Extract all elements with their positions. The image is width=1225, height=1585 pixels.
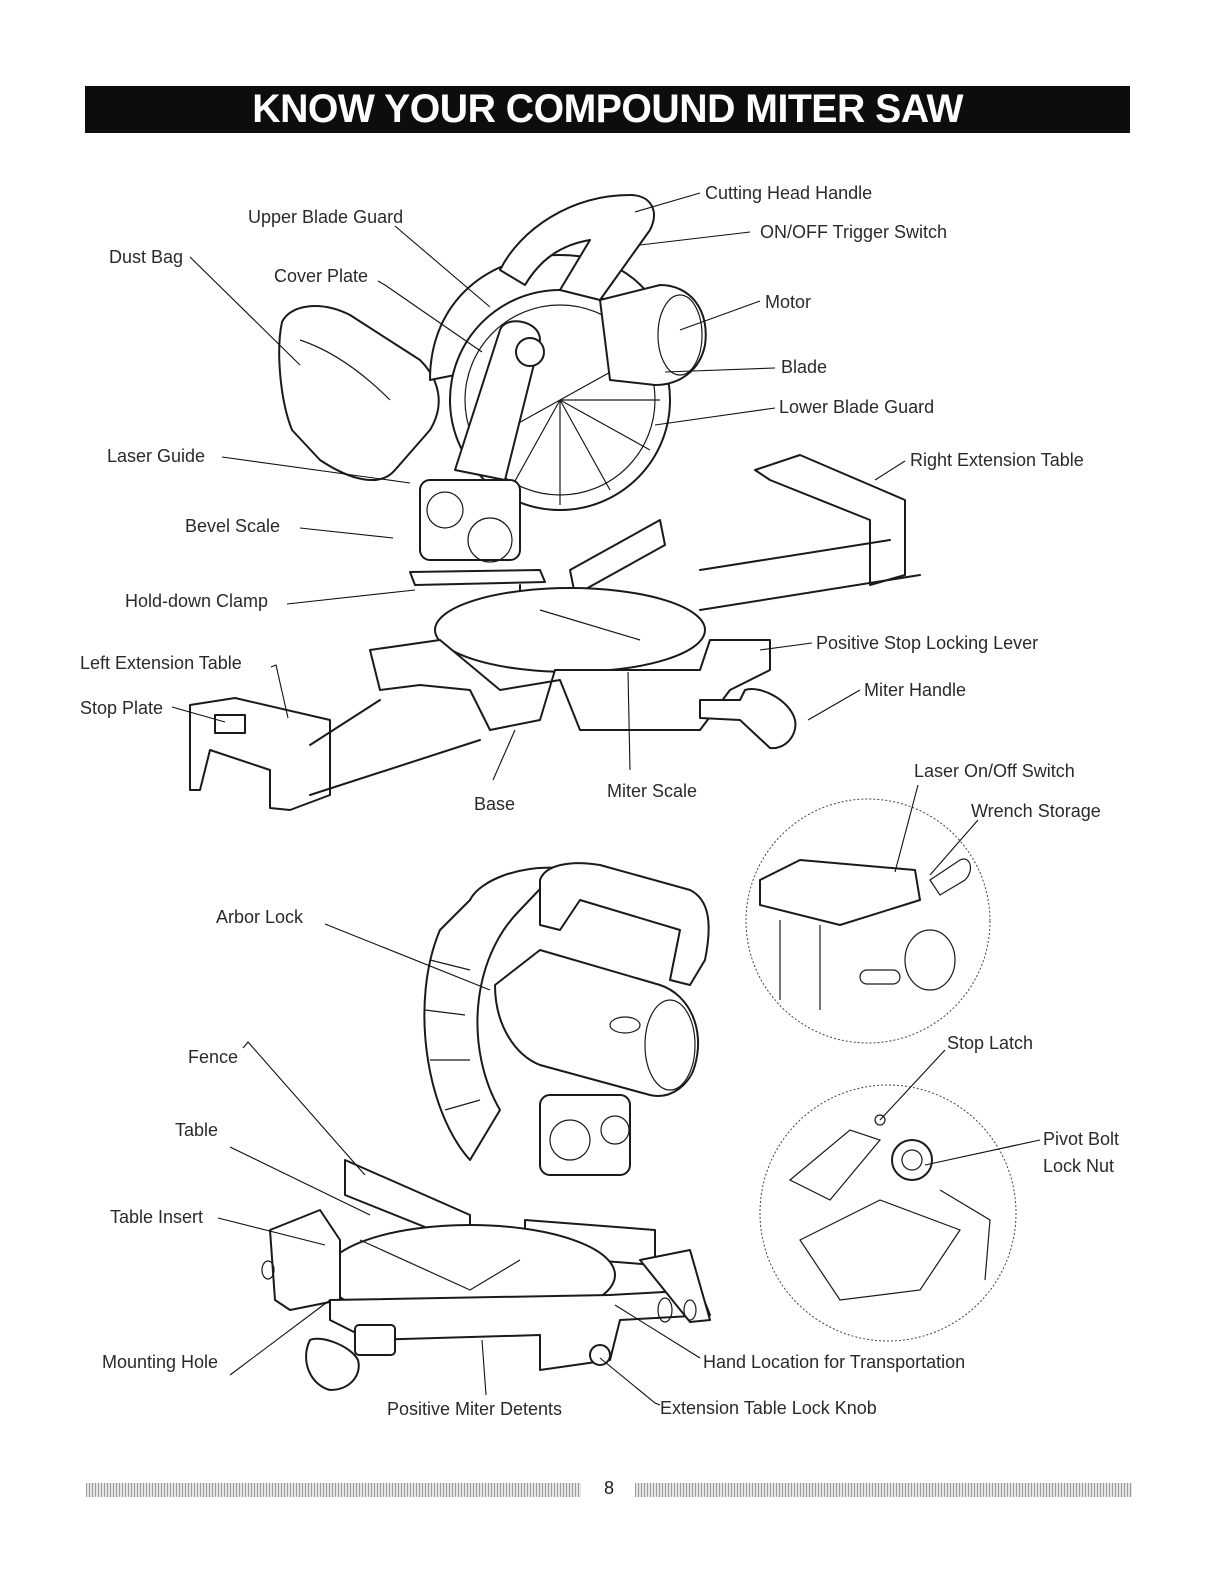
- bottom-saw-illustration: [261, 862, 711, 1391]
- label-extension-table-lock-knob: Extension Table Lock Knob: [660, 1398, 877, 1418]
- footer-bar-right: [635, 1483, 1132, 1497]
- label-fence: Fence: [188, 1047, 238, 1067]
- label-pivot-bolt: Pivot Bolt: [1043, 1129, 1119, 1149]
- miter-handle-shape: [699, 688, 797, 750]
- label-arbor-lock: Arbor Lock: [216, 907, 304, 927]
- label-left-extension-table: Left Extension Table: [80, 653, 242, 673]
- footer-bar-left: [86, 1483, 581, 1497]
- labels: Cutting Head Handle Upper Blade Guard ON…: [80, 183, 1119, 1419]
- label-stop-latch: Stop Latch: [947, 1033, 1033, 1053]
- label-stop-plate: Stop Plate: [80, 698, 163, 718]
- label-cover-plate: Cover Plate: [274, 266, 368, 286]
- label-on-off-trigger-switch: ON/OFF Trigger Switch: [760, 222, 947, 242]
- bottom-motor-shape: [494, 949, 700, 1097]
- label-lock-nut: Lock Nut: [1043, 1156, 1114, 1176]
- label-bevel-scale: Bevel Scale: [185, 516, 280, 536]
- inset-laser-switch: [745, 798, 991, 1044]
- bevel-assembly-shape: [419, 479, 521, 561]
- label-miter-handle: Miter Handle: [864, 680, 966, 700]
- label-table-insert: Table Insert: [110, 1207, 203, 1227]
- label-laser-on-off-switch: Laser On/Off Switch: [914, 761, 1075, 781]
- bottom-miter-handle: [305, 1337, 360, 1391]
- bottom-blade-guard-shape: [423, 866, 561, 1161]
- label-lower-blade-guard: Lower Blade Guard: [779, 397, 934, 417]
- left-extension-table-shape: [189, 697, 331, 811]
- label-laser-guide: Laser Guide: [107, 446, 205, 466]
- bottom-handle-shape: [539, 862, 710, 986]
- bottom-base-left: [269, 1209, 341, 1311]
- motor-shape: [599, 284, 707, 386]
- label-miter-scale: Miter Scale: [607, 781, 697, 801]
- label-wrench-storage: Wrench Storage: [971, 801, 1101, 821]
- label-dust-bag: Dust Bag: [109, 247, 183, 267]
- label-cutting-head-handle: Cutting Head Handle: [705, 183, 872, 203]
- label-upper-blade-guard: Upper Blade Guard: [248, 207, 403, 227]
- title-bar: KNOW YOUR COMPOUND MITER SAW: [85, 86, 1130, 133]
- label-table: Table: [175, 1120, 218, 1140]
- leader-lines: [171, 192, 1041, 1406]
- page-number: 8: [603, 1478, 614, 1498]
- top-saw-illustration: [189, 194, 921, 811]
- page-title: KNOW YOUR COMPOUND MITER SAW: [252, 87, 963, 131]
- label-positive-miter-detents: Positive Miter Detents: [387, 1399, 562, 1419]
- label-mounting-hole: Mounting Hole: [102, 1352, 218, 1372]
- label-blade: Blade: [781, 357, 827, 377]
- inset-stop-latch: [759, 1084, 1017, 1342]
- right-extension-table-shape: [754, 454, 906, 586]
- label-motor: Motor: [765, 292, 811, 312]
- top-base-shape: [369, 639, 771, 731]
- label-hand-location-for-transportation: Hand Location for Transportation: [703, 1352, 965, 1372]
- cutting-head-handle-shape: [499, 194, 655, 301]
- label-hold-down-clamp: Hold-down Clamp: [125, 591, 268, 611]
- label-right-extension-table: Right Extension Table: [910, 450, 1084, 470]
- top-table-shape: [434, 587, 706, 673]
- label-base: Base: [474, 794, 515, 814]
- stop-plate-shape: [214, 714, 246, 734]
- dust-bag-shape: [278, 305, 440, 482]
- label-positive-stop-locking-lever: Positive Stop Locking Lever: [816, 633, 1038, 653]
- top-fence-shape: [569, 519, 666, 596]
- hold-down-clamp-shape: [409, 569, 546, 586]
